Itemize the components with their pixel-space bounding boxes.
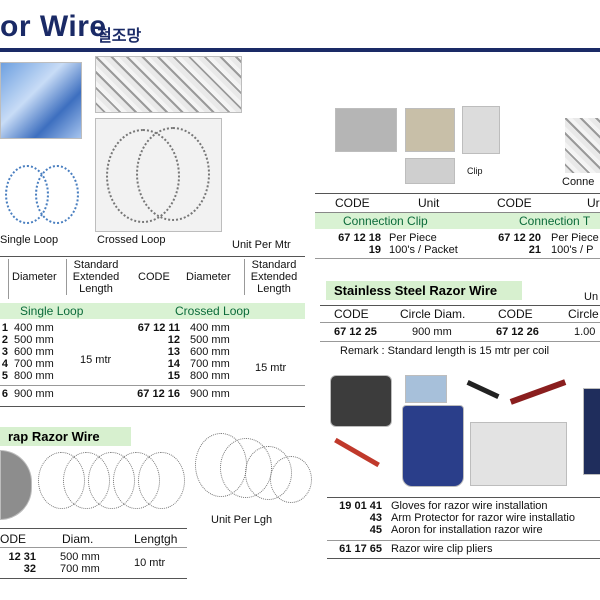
stainless-remark: Remark : Standard length is 15 mtr per c… [340,345,550,357]
page-title-korean: 철조망 [97,28,142,45]
std-length-header-2: Standard Extended Length [244,259,303,295]
crossed-loop-label: Crossed Loop [175,304,250,318]
stainless-title: Stainless Steel Razor Wire [326,281,522,300]
pliers-photo-2 [505,375,570,410]
clip-type-band: Connection Clip Connection T [315,212,600,229]
pliers-photo-1 [462,375,502,415]
code-header: CODE [138,271,170,283]
clip-photo-4 [405,158,455,184]
single-loop-label: Single Loop [20,304,84,318]
single-length: 15 mtr [80,354,112,366]
clip-pliers-photo [330,432,385,477]
connection-photo [565,118,600,173]
title-underline [0,48,600,52]
single-loop-diagram [0,160,80,230]
std-length-header: Standard Extended Length [66,259,125,295]
apron-photo [402,405,464,487]
diameter-header-2: Diameter [186,271,231,283]
clip-photo-1 [335,108,397,152]
loop-type-band: Single Loop Crossed Loop [0,303,305,319]
clip-caption: Clip [467,166,483,176]
edge-photo [583,388,600,475]
stainless-unit-caption: Un [584,291,599,303]
razor-table-header: Diameter Standard Extended Length CODE D… [0,256,305,302]
installed-wire-diagram [190,428,315,508]
flat-wrap-diagram [38,452,185,512]
razor-wire-closeup-photo [0,62,82,139]
clip-photo-2 [405,108,455,152]
barbed-wire-photo [95,56,242,113]
single-loop-caption: Single Loop [0,234,59,246]
connection-clip-label: Connection Clip [343,214,428,228]
razor-wire-gun-photo [330,375,392,427]
small-tool-photo [405,375,447,403]
clip-photo-3 [462,106,500,154]
connection-caption: Conne [562,176,595,188]
unit-per-mtr-caption: Unit Per Mtr [232,239,291,251]
gloves-arm-protector-photo [470,422,567,486]
flat-wrap-title: rap Razor Wire [0,427,131,446]
connection-t-label: Connection T [519,214,591,228]
diameter-header: Diameter [12,271,57,283]
crossed-length: 15 mtr [255,362,287,374]
crossed-loop-photo [95,118,222,232]
crossed-loop-caption: Crossed Loop [97,234,166,246]
page-title: or Wire [0,10,107,43]
unit-per-lgh-caption: Unit Per Lgh [211,514,273,526]
flat-wrap-coil-photo [0,450,32,520]
